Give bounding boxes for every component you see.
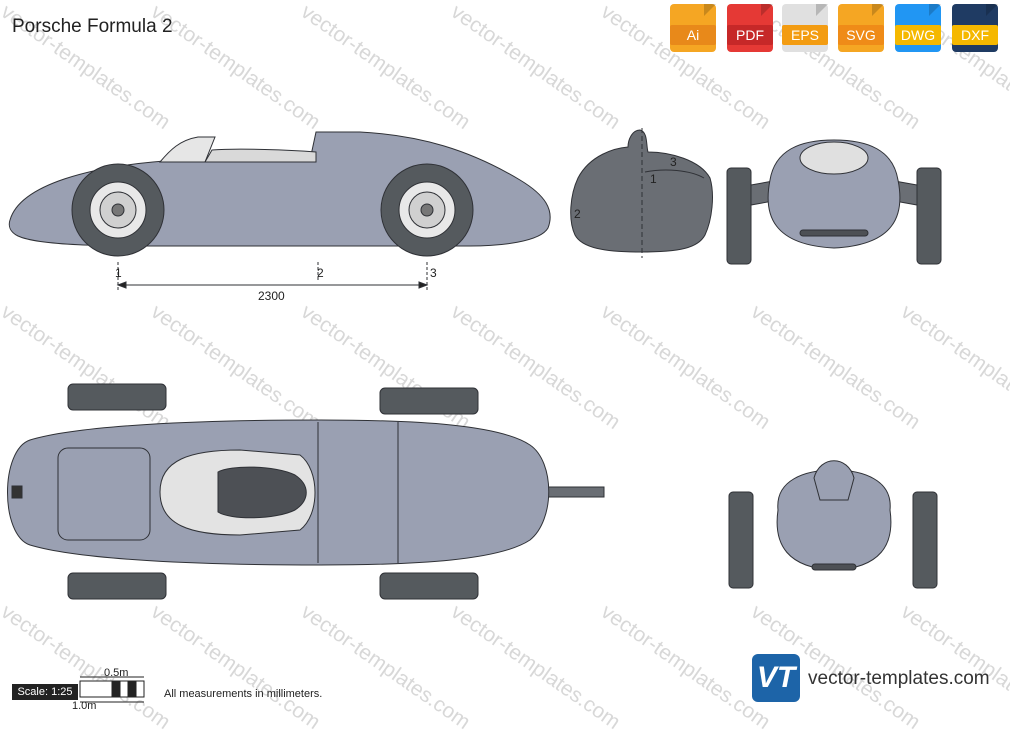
marker-2: 2 xyxy=(317,266,324,280)
side-view-front-wheel xyxy=(71,163,165,257)
page-title: Porsche Formula 2 xyxy=(12,16,173,37)
scale-bar xyxy=(79,676,145,703)
front-left-tire xyxy=(726,167,752,265)
section-marker-1: 1 xyxy=(650,172,657,186)
side-view-windscreen xyxy=(158,136,216,163)
side-view-rear-wheel xyxy=(380,163,474,257)
side-view xyxy=(8,131,551,292)
rear-view-body xyxy=(776,469,892,571)
rear-left-tire xyxy=(728,491,754,589)
section-body xyxy=(570,129,713,253)
top-front-right-tire xyxy=(67,572,167,600)
svg-file-icon[interactable]: SVG xyxy=(838,4,884,52)
front-view xyxy=(726,139,942,265)
scale-half-meter: 0.5m xyxy=(104,667,129,679)
front-right-tire xyxy=(916,167,942,265)
front-view-body xyxy=(767,139,901,249)
rear-view xyxy=(728,460,938,589)
dxf-file-icon[interactable]: DXF xyxy=(952,4,998,52)
scale-one-meter: 1.0m xyxy=(72,700,97,712)
wheelbase-value: 2300 xyxy=(258,289,285,303)
scale-label: Scale: 1:25 xyxy=(12,684,78,700)
top-front-left-tire xyxy=(67,383,167,411)
measurement-note: All measurements in millimeters. xyxy=(164,688,323,700)
eps-file-icon[interactable]: EPS xyxy=(782,4,828,52)
top-rear-right-tire xyxy=(379,572,479,600)
top-view xyxy=(7,383,605,600)
marker-3: 3 xyxy=(430,266,437,280)
exhaust-pipe xyxy=(539,486,605,498)
section-view xyxy=(570,128,713,258)
section-marker-3: 3 xyxy=(670,155,677,169)
ai-file-icon[interactable]: Ai xyxy=(670,4,716,52)
blueprint-drawing xyxy=(7,128,942,703)
section-marker-2: 2 xyxy=(574,207,581,221)
vt-logo-icon[interactable]: VT xyxy=(752,654,800,702)
side-view-cockpit xyxy=(204,148,317,163)
dwg-file-icon[interactable]: DWG xyxy=(895,4,941,52)
pdf-file-icon[interactable]: PDF xyxy=(727,4,773,52)
rear-right-tire xyxy=(912,491,938,589)
marker-1: 1 xyxy=(115,266,122,280)
top-rear-left-tire xyxy=(379,387,479,415)
site-link[interactable]: vector-templates.com xyxy=(808,668,990,689)
